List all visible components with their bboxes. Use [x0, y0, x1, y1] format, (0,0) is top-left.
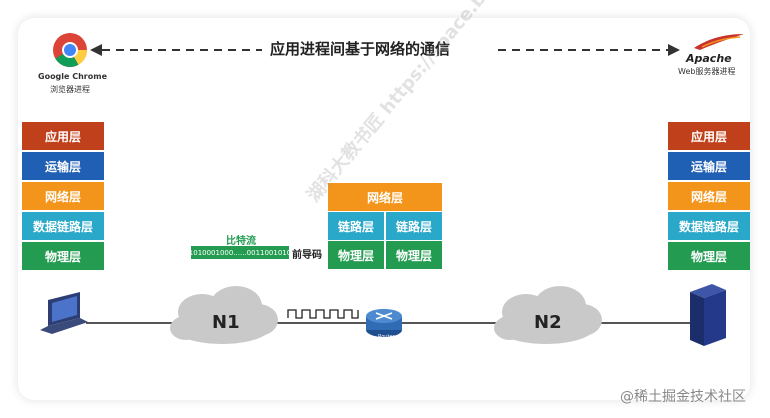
server-icon	[690, 284, 726, 346]
cloud-n2-icon	[494, 286, 602, 344]
cloud-n2-label: N2	[534, 312, 562, 333]
apache-label: Apache	[686, 52, 732, 65]
cloud-n1-label: N1	[212, 312, 240, 333]
chrome-icon	[53, 33, 87, 67]
right-application-layer: 应用层	[668, 122, 750, 150]
preamble-label: 前导码	[292, 250, 322, 261]
right-link-layer: 数据链路层	[668, 212, 750, 240]
communication-arrow	[90, 44, 680, 56]
router-link-layer-right: 链路层	[386, 212, 442, 240]
router-network-layer: 网络层	[328, 183, 442, 211]
diagram-title: 应用进程间基于网络的通信	[270, 40, 451, 58]
router-icon	[366, 309, 402, 337]
apache-sublabel: Web服务器进程	[678, 67, 736, 76]
router-physical-layer-left: 物理层	[328, 241, 384, 269]
left-physical-layer: 物理层	[22, 242, 104, 270]
right-transport-layer: 运输层	[668, 152, 750, 180]
chrome-sublabel: 浏览器进程	[50, 85, 90, 94]
network-topology	[40, 284, 726, 346]
right-physical-layer: 物理层	[668, 242, 750, 270]
laptop-icon	[40, 292, 88, 334]
cloud-n1-icon	[170, 286, 278, 344]
bitstream-bits: 1010001000......0011001010	[189, 246, 291, 259]
router-text: Router	[378, 334, 395, 340]
apache-feather-icon	[694, 34, 744, 50]
signal-waveform	[287, 309, 359, 319]
left-transport-layer: 运输层	[22, 152, 104, 180]
router-link-layer-left: 链路层	[328, 212, 384, 240]
bitstream-label: 比特流	[226, 236, 256, 247]
left-link-layer: 数据链路层	[22, 212, 104, 240]
router-physical-layer-right: 物理层	[386, 241, 442, 269]
left-application-layer: 应用层	[22, 122, 104, 150]
left-network-layer: 网络层	[22, 182, 104, 210]
right-network-layer: 网络层	[668, 182, 750, 210]
footer-credit: @稀土掘金技术社区	[620, 389, 746, 405]
chrome-label: Google Chrome	[38, 72, 108, 81]
